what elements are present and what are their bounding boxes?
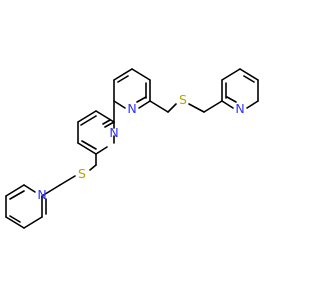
bond: [81, 140, 97, 150]
bond: [246, 100, 259, 109]
structure-drawing: N S N N S N: [5, 68, 259, 229]
bond: [5, 184, 25, 197]
bond: [167, 103, 177, 113]
nitrogen-label: N: [127, 101, 136, 116]
bond: [113, 68, 133, 81]
bond: [149, 100, 169, 113]
nitrogen-label: N: [37, 187, 46, 202]
bond: [77, 142, 97, 155]
bond: [23, 184, 36, 193]
bond: [226, 96, 237, 103]
bond: [203, 100, 223, 113]
bond: [239, 68, 259, 81]
bond: [80, 115, 97, 126]
bond: [221, 68, 241, 81]
bond-layer: [5, 68, 259, 229]
bond: [77, 110, 97, 123]
sulfur-label: S: [179, 92, 187, 107]
bond: [102, 119, 111, 125]
bond: [9, 190, 25, 200]
bond: [9, 215, 21, 223]
bond: [5, 216, 25, 229]
bond: [104, 121, 115, 128]
bond: [221, 100, 234, 109]
bond: [131, 68, 151, 81]
bond: [138, 100, 151, 109]
nitrogen-label: N: [235, 101, 244, 116]
bond: [41, 184, 61, 197]
bond: [113, 100, 126, 109]
bond: [117, 75, 129, 83]
sulfur-label: S: [78, 166, 86, 181]
bond: [95, 146, 108, 155]
nitrogen-label: N: [109, 125, 118, 140]
bond: [188, 103, 205, 113]
bond: [59, 175, 76, 186]
molecule-figure: N S N N S N: [5, 68, 259, 229]
bond: [23, 216, 43, 229]
bond: [243, 75, 255, 83]
atom-label-layer: N S N N S N: [37, 92, 244, 202]
bond: [136, 96, 147, 103]
bond: [95, 110, 115, 123]
bond: [89, 164, 97, 171]
